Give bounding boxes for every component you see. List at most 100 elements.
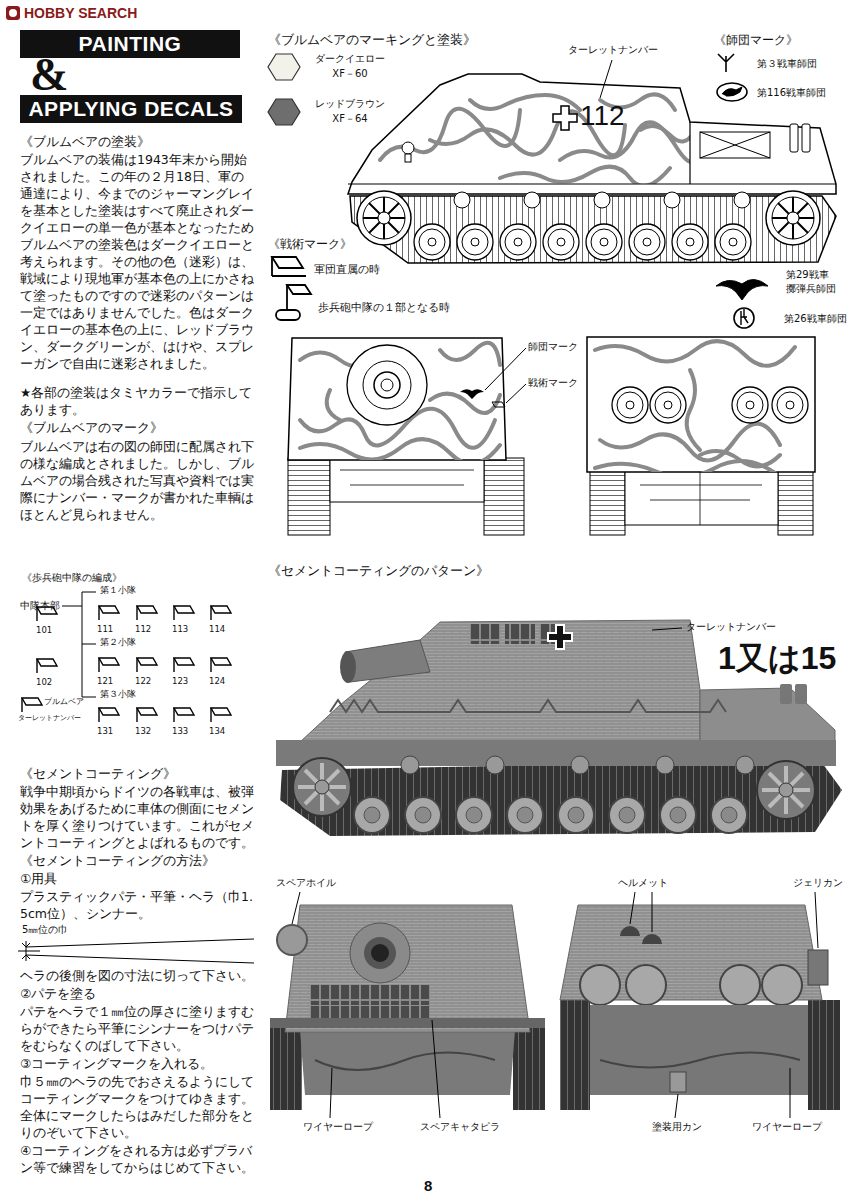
turret-number: 114 (209, 624, 225, 635)
rear-photo (560, 892, 840, 1118)
logo-icon (6, 6, 20, 20)
dimension-label: 5㎜位の巾 (22, 923, 68, 936)
org-label: 第２小隊 (100, 636, 136, 648)
org-chart-part (211, 606, 231, 620)
rear-photo-part (670, 1072, 686, 1092)
side-view-drawing-part (357, 191, 411, 245)
body-text: ブルムベアは右の図の師団に配属され下の様な編成とされました。しかし、ブルムベアの… (20, 438, 256, 523)
front-view-drawing-part-part (440, 343, 500, 365)
section-heading: 《戦術マーク》 (268, 236, 352, 252)
watermark: HOBBY SEARCH (24, 4, 137, 22)
side-view-drawing-part (700, 132, 770, 158)
turret-number: 113 (172, 624, 188, 635)
side-view-drawing-part (405, 154, 411, 162)
legend-text: ダークイエロー XF－60 (310, 51, 390, 81)
side-photo-part (345, 640, 430, 682)
callout-label: 師団マーク (528, 341, 578, 353)
front-photo-part (350, 923, 410, 983)
rear-view-drawing-part (590, 470, 625, 535)
section-heading: 《ブルムベアのマーキングと塗装》 (268, 32, 476, 48)
side-photo-part (293, 758, 351, 816)
rear-view-drawing-part (772, 387, 808, 423)
rear-photo-part (580, 965, 620, 1005)
front-view-drawing-part-part (430, 394, 500, 413)
side-view-drawing-part-part (640, 126, 695, 141)
callout-label: スペアキャタピラ (420, 1121, 500, 1133)
ampersand: & (30, 52, 68, 98)
side-view-drawing-part (802, 124, 810, 152)
turret-number: 133 (172, 726, 188, 737)
division-name: 第３戦車師団 (757, 57, 817, 70)
rear-view-drawing-part-part (700, 451, 780, 466)
tactical-symbols-part (286, 285, 288, 310)
side-view-drawing-part (543, 224, 579, 260)
rear-view-drawing-part (595, 341, 795, 472)
side-view-drawing-part (454, 192, 470, 208)
org-label: 中隊本部 (20, 600, 60, 612)
chart-heading: 《歩兵砲中隊の編成》 (22, 572, 122, 584)
callout-label: ジェリカン (793, 877, 843, 889)
division-symbols-part (722, 87, 742, 96)
front-view-drawing-part (347, 345, 427, 425)
rear-photo-part (590, 1005, 808, 1095)
side-photo (276, 620, 842, 836)
side-view-drawing-part (790, 124, 798, 152)
turret-number: 102 (36, 677, 52, 688)
rear-view-drawing-part (625, 470, 778, 525)
section-heading: 《セメントコーティング》 (20, 766, 256, 782)
rear-photo-part (630, 892, 818, 1118)
color-swatch (268, 54, 300, 80)
side-view-drawing-part (594, 192, 610, 208)
front-view-drawing-part-part (327, 390, 340, 420)
front-view-drawing-part (330, 458, 484, 502)
division-symbols-part (718, 54, 734, 72)
rear-view-drawing-part-part (687, 370, 700, 450)
section-heading: 《セメントコーティングの方法》 (20, 853, 256, 869)
turret-number: 123 (172, 676, 188, 687)
front-view-drawing-part (381, 379, 393, 391)
section-heading: 《セメントコーティングのパターン》 (268, 563, 489, 579)
tactical-note: 歩兵砲中隊の１部となる時 (318, 300, 450, 314)
rear-view-drawing (587, 337, 815, 535)
side-photo-part (330, 700, 726, 712)
front-photo (270, 892, 545, 1118)
turret-number: 1又は15 (718, 640, 836, 676)
callout-label: ワイヤーロープ (303, 1121, 373, 1133)
turret-number: 111 (97, 624, 113, 635)
division-name: 第26戦車師団 (784, 312, 847, 325)
turret-number: 132 (135, 726, 151, 737)
header-text: PAINTING (79, 32, 182, 56)
front-view-drawing-part (363, 361, 411, 409)
front-view-drawing-part (300, 343, 500, 464)
front-view-drawing-part (288, 338, 506, 460)
division-name: 第116戦車師団 (757, 86, 826, 99)
org-chart-part (211, 658, 231, 672)
step-heading: ③コーティングマークを入れる。 (20, 1055, 256, 1072)
front-photo-part (270, 1020, 302, 1110)
front-photo-part (371, 944, 389, 962)
org-chart-part (174, 658, 194, 672)
section-heading: 《師団マーク》 (714, 32, 798, 48)
rear-photo-part (600, 1053, 800, 1068)
front-view-drawing-part (484, 458, 524, 535)
division-name: 第29戦車擲弾兵師団 (786, 268, 837, 296)
org-chart-part (211, 708, 231, 722)
side-photo-part (780, 684, 792, 704)
side-photo-part (300, 620, 700, 744)
front-view-drawing-part (485, 348, 526, 403)
turret-number: 101 (36, 625, 52, 636)
rear-photo-part (762, 965, 802, 1005)
front-view-drawing (288, 338, 526, 535)
legend-text: レッドブラウン XF－64 (310, 96, 390, 126)
org-chart (22, 592, 231, 722)
side-view-drawing-part (600, 60, 612, 98)
spatula-diagram-part (22, 943, 30, 959)
callout-label: ターレットナンバー (686, 621, 776, 633)
side-view-drawing-part (586, 224, 622, 260)
side-photo-part (571, 756, 589, 774)
front-photo-part (310, 985, 430, 1005)
side-view-drawing-part (700, 132, 770, 158)
side-view-drawing-part (500, 224, 536, 260)
org-note: ターレットナンバー (18, 714, 81, 723)
